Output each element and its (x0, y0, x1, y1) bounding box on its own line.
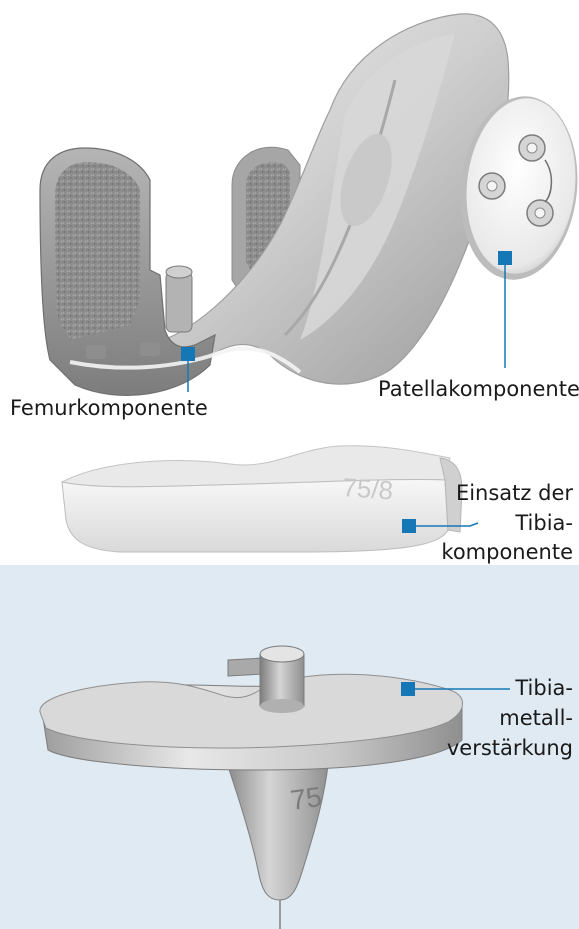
label-tibia-tray-line1: Tibia- (515, 676, 573, 701)
label-femurkomponente: Femurkomponente (10, 396, 208, 421)
femur-fixation-peg (166, 272, 192, 332)
patella-peg-2 (479, 173, 505, 199)
label-tibia-insert-line2: Tibia- (515, 511, 573, 536)
femur-left-porous-pad (55, 162, 140, 340)
patella-marker (498, 251, 512, 265)
label-tibia-insert-line1: Einsatz der (456, 481, 573, 506)
tray-size-engraving: 75 (289, 781, 324, 816)
insert-marker (402, 519, 416, 533)
femur-tab-2 (140, 342, 160, 356)
patella-peg-1 (519, 135, 545, 161)
label-tibia-tray-line2: metall- (499, 706, 573, 731)
femoral-component (40, 14, 509, 396)
femur-fixation-peg-top (166, 266, 192, 278)
tray-central-post-top (260, 646, 304, 662)
label-patellakomponente: Patellakomponente (378, 377, 579, 402)
label-tibia-tray-line3: verstärkung (447, 736, 573, 761)
femur-marker (181, 347, 195, 361)
tray-central-post-base (260, 699, 304, 713)
insert-size-engraving: 75/8 (342, 472, 395, 505)
label-tibia-insert-line3: komponente (441, 540, 573, 565)
patella-peg-3 (527, 200, 553, 226)
femur-tab-1 (86, 345, 106, 359)
tibial-insert: 75/8 (62, 446, 462, 552)
tray-marker (401, 682, 415, 696)
